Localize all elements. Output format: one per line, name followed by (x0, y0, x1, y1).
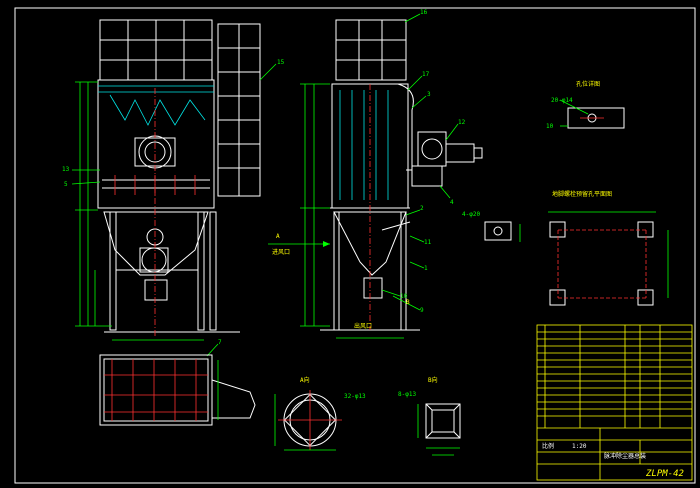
balloon-9: 9 (420, 307, 424, 314)
drawing-number: ZLPM-42 (645, 469, 684, 479)
balloon-5: 5 (64, 181, 68, 188)
drawing-name: 脉冲除尘器总装 (604, 452, 646, 460)
dim-10: 10 (546, 123, 554, 130)
hole4-note: 4-φ20 (462, 211, 480, 218)
balloon-15: 15 (277, 59, 285, 66)
view-b-label: B (406, 299, 410, 306)
section-a (274, 390, 342, 451)
title-block: 脉冲除尘器总装 比例 1:20 ZLPM-42 (542, 442, 684, 479)
section-a-title: A向 (300, 376, 310, 384)
front-view (75, 19, 261, 341)
balloon-13: 13 (62, 166, 70, 173)
inlet-label: 进风口 (272, 248, 290, 256)
parts-table (536, 324, 693, 481)
balloon-7: 7 (218, 339, 222, 346)
annotation-labels: A 进风口 出风口 B A向 B向 孔位详图 地脚螺栓预留孔平面图 20-φ14… (272, 80, 612, 400)
balloon-2: 2 (420, 205, 424, 212)
flange-note: 32-φ13 (344, 393, 366, 400)
plan-view (99, 354, 256, 426)
leader-lines (71, 13, 459, 357)
drawing-frame (14, 7, 696, 484)
outlet-label: 出风口 (354, 322, 372, 330)
hole-note: 20-φ14 (551, 97, 573, 104)
balloon-labels: 16 15 17 3 12 4 13 5 2 11 1 10 7 9 (62, 9, 466, 346)
section-b (417, 403, 461, 456)
balloon-16: 16 (420, 9, 428, 16)
section-b-title: B向 (428, 376, 438, 384)
side-view (268, 19, 483, 339)
balloon-17: 17 (422, 71, 430, 78)
scale-value: 1:20 (572, 443, 587, 450)
hole-detail (559, 99, 625, 129)
flange-note-b: 8-φ13 (398, 391, 416, 398)
scale-label: 比例 (542, 442, 554, 450)
view-a-label: A (276, 233, 280, 240)
balloon-12: 12 (458, 119, 466, 126)
balloon-4: 4 (450, 199, 454, 206)
anchor-plan-title: 地脚螺栓预留孔平面图 (552, 190, 612, 198)
balloon-10: 10 (400, 293, 408, 300)
hole-detail-title: 孔位详图 (576, 80, 600, 88)
balloon-3: 3 (427, 91, 431, 98)
balloon-1: 1 (424, 265, 428, 272)
balloon-11: 11 (424, 239, 432, 246)
anchor-bolt-plan (484, 211, 669, 306)
